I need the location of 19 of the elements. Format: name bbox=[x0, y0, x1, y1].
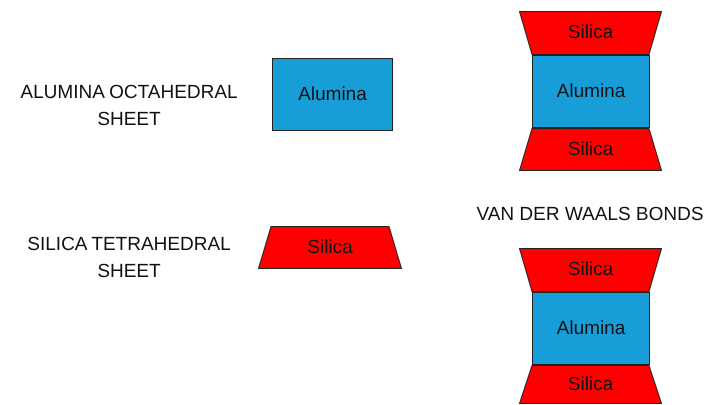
caption-text: ALUMINA OCTAHEDRAL SHEET bbox=[19, 81, 239, 132]
sheet-label: Silica bbox=[307, 236, 353, 258]
sheet-label: Silica bbox=[568, 138, 614, 160]
caption-text: SILICA TETRAHEDRAL SHEET bbox=[26, 233, 232, 284]
sheet-label: Alumina bbox=[298, 84, 367, 106]
alumina-sheet bbox=[272, 58, 393, 131]
silica-sheet bbox=[519, 128, 662, 171]
alumina-sheet bbox=[532, 55, 650, 128]
caption-text: VAN DER WAALS BONDS bbox=[476, 203, 704, 227]
sheet-label: Silica bbox=[568, 259, 614, 281]
sheet-label: Alumina bbox=[556, 80, 626, 102]
silica-sheet bbox=[519, 365, 662, 404]
sheet-label: Silica bbox=[568, 374, 614, 396]
sheet-label: Silica bbox=[568, 22, 614, 44]
silica-sheet bbox=[519, 11, 662, 55]
alumina-sheet bbox=[532, 292, 650, 365]
sheet-label: Alumina bbox=[556, 318, 626, 340]
silica-sheet bbox=[258, 226, 402, 269]
silica-sheet bbox=[519, 248, 662, 292]
